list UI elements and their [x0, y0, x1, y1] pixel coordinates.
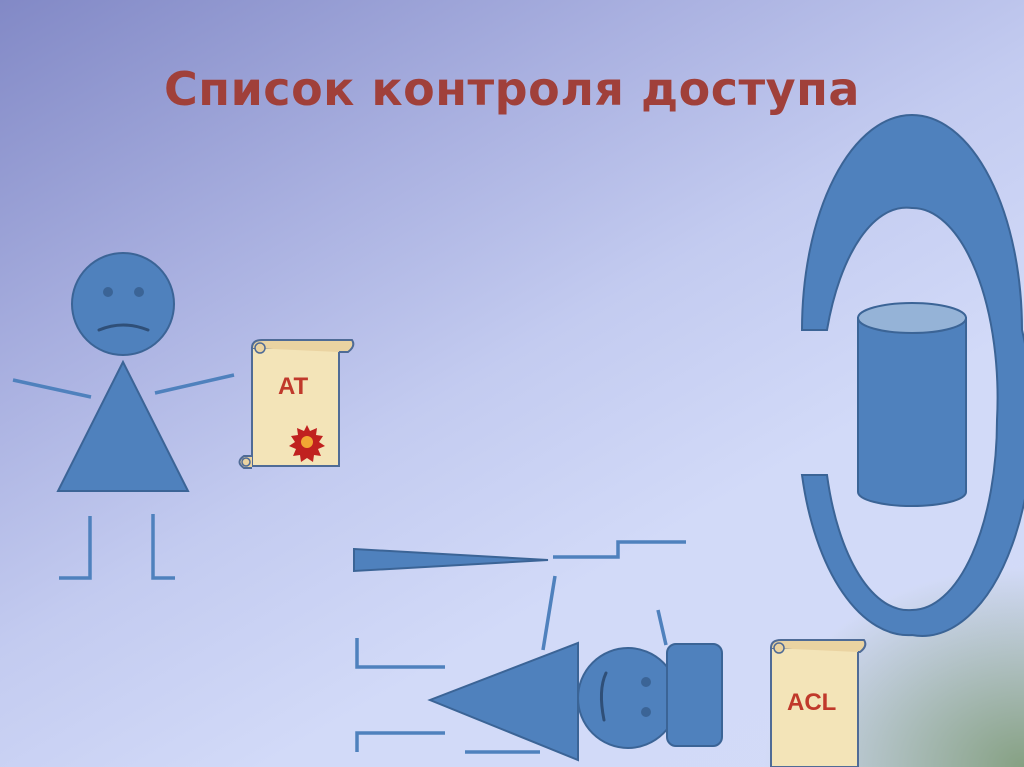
fallen-person-leg-bottom [355, 731, 445, 752]
fallen-person-icon [353, 540, 723, 762]
fallen-person-arm-left [541, 575, 557, 651]
person-icon [12, 252, 235, 580]
fallen-person-hat [666, 643, 723, 747]
acl-scroll: ACL [770, 639, 867, 767]
person-right-arm [154, 373, 235, 395]
access-token-scroll: AT [238, 339, 355, 469]
fallen-person-leg-top [355, 638, 445, 669]
person-head [71, 252, 175, 356]
fallen-person-step-line [553, 540, 686, 559]
slide-title: Список контроля доступа [164, 62, 860, 116]
wax-seal-icon [289, 425, 325, 462]
fallen-person-spike [353, 547, 549, 573]
person-body [56, 359, 190, 492]
ring-icon [800, 114, 1024, 637]
cylinder-icon [857, 302, 967, 507]
fallen-person-arm-right [656, 609, 668, 646]
person-left-leg [59, 516, 92, 580]
access-token-label: AT [278, 373, 309, 400]
fallen-person-body [427, 641, 579, 762]
acl-label: ACL [787, 689, 836, 716]
fallen-person-head [577, 647, 679, 749]
person-left-arm [12, 378, 92, 399]
person-right-leg [151, 514, 175, 580]
